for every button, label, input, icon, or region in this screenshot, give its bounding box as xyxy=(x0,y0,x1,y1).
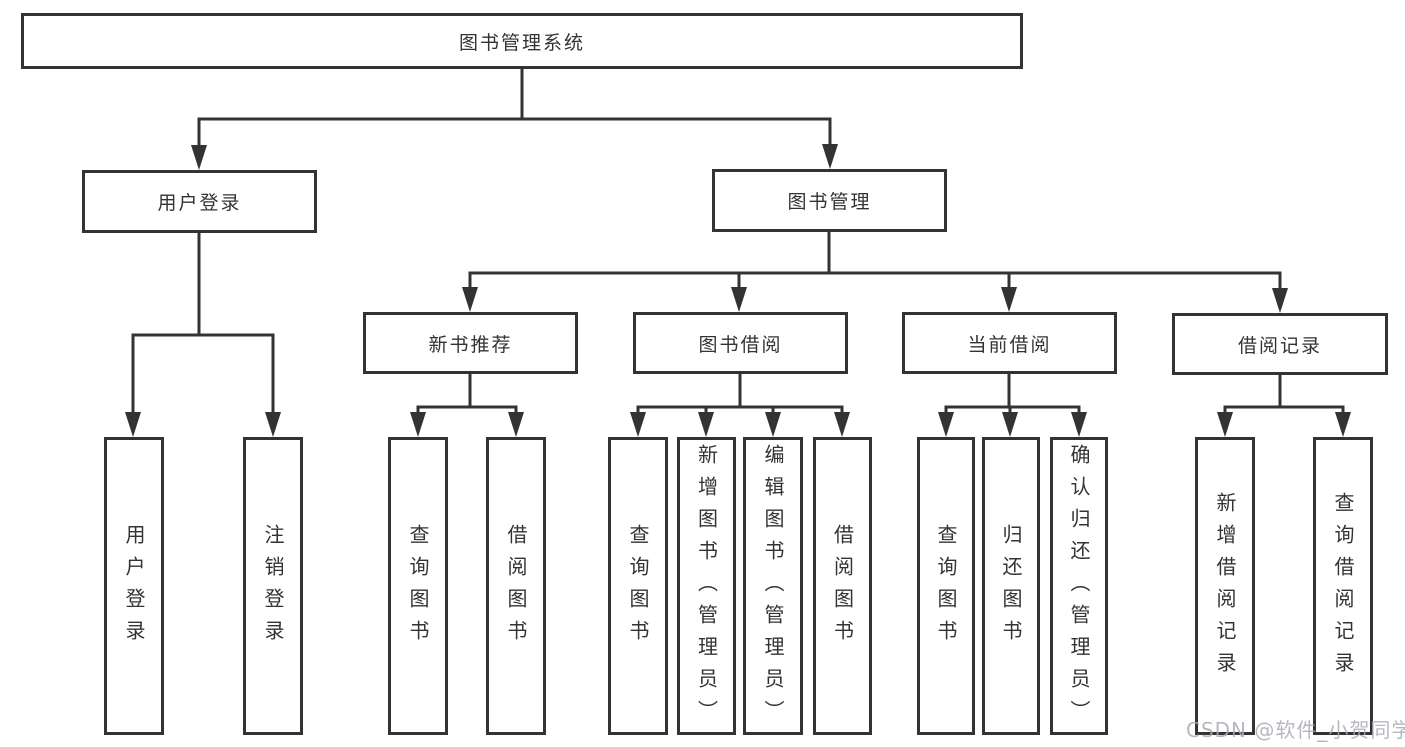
leaf-node-return-books: 归还图书 xyxy=(982,437,1040,735)
branch-node-book-management: 图书管理 xyxy=(712,169,947,232)
branch-node-book-borrowing: 图书借阅 xyxy=(633,312,848,374)
branch-node-user-login: 用户登录 xyxy=(82,170,317,233)
leaf-node-query-books-current: 查询图书 xyxy=(917,437,975,735)
leaf-node-borrow-books-recommend: 借阅图书 xyxy=(486,437,546,735)
branch-node-new-book-recommend: 新书推荐 xyxy=(363,312,578,374)
leaf-node-query-books-borrowing: 查询图书 xyxy=(608,437,668,735)
leaf-node-borrow-books: 借阅图书 xyxy=(813,437,872,735)
leaf-node-add-books-admin: 新增图书（管理员） xyxy=(677,437,736,735)
root-node-library-management-system: 图书管理系统 xyxy=(21,13,1023,69)
leaf-node-user-login: 用户登录 xyxy=(104,437,164,735)
leaf-node-edit-books-admin: 编辑图书（管理员） xyxy=(743,437,803,735)
arrowheads xyxy=(125,144,1351,437)
branch-node-current-borrowing: 当前借阅 xyxy=(902,312,1117,374)
leaf-node-query-books-recommend: 查询图书 xyxy=(388,437,448,735)
leaf-node-logout: 注销登录 xyxy=(243,437,303,735)
csdn-watermark: CSDN @软件_小贺同学 xyxy=(1186,718,1405,742)
leaf-node-query-borrow-record: 查询借阅记录 xyxy=(1313,437,1373,735)
leaf-node-add-borrow-record: 新增借阅记录 xyxy=(1195,437,1255,735)
leaf-node-confirm-return-admin: 确认归还（管理员） xyxy=(1050,437,1108,735)
branch-node-borrowing-records: 借阅记录 xyxy=(1172,313,1388,375)
tree-edges xyxy=(131,66,1345,417)
